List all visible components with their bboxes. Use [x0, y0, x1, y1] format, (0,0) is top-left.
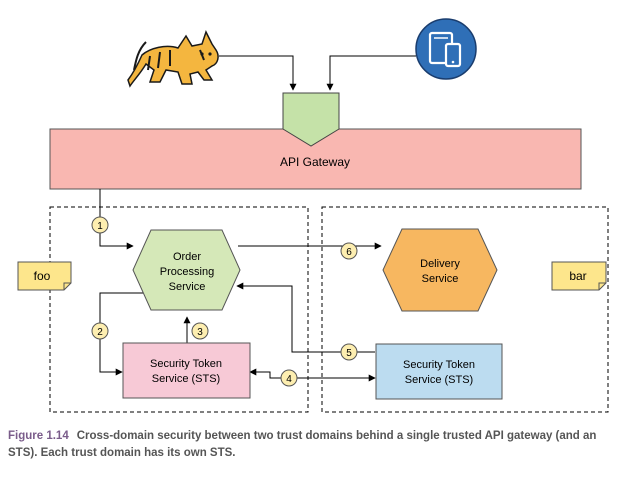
architecture-diagram: API Gateway foo bar Order Processing Ser… — [17, 18, 609, 413]
step-3-label: 3 — [197, 327, 203, 338]
step-4-label: 4 — [286, 374, 292, 385]
order-service-label-line2: Processing — [160, 266, 214, 278]
flow-5-arrow — [236, 282, 375, 353]
domain-bar-label: bar — [569, 269, 586, 283]
api-gateway-label: API Gateway — [280, 155, 350, 169]
step-marker-4: 4 — [280, 369, 298, 387]
sts-bar-label-line2: Service (STS) — [405, 374, 473, 386]
order-processing-service — [132, 229, 241, 311]
mobile-to-gateway-arrow — [326, 55, 416, 91]
sts-foo-label-line2: Service (STS) — [152, 373, 220, 385]
domain-note-foo: foo — [17, 261, 72, 291]
step-marker-3: 3 — [191, 322, 209, 340]
gateway-entry-point — [282, 92, 340, 147]
step-6-label: 6 — [346, 247, 352, 258]
delivery-service — [382, 228, 498, 312]
order-service-label-line3: Service — [169, 281, 206, 293]
delivery-service-label-line1: Delivery — [420, 258, 460, 270]
sts-bar — [375, 343, 503, 400]
step-marker-1: 1 — [91, 216, 109, 234]
step-marker-6: 6 — [340, 242, 358, 260]
sts-bar-label-line1: Security Token — [403, 359, 475, 371]
order-service-label-line1: Order — [173, 251, 201, 263]
sts-foo — [122, 342, 251, 399]
step-marker-5: 5 — [340, 343, 358, 361]
trust-domain-bar — [321, 206, 609, 413]
delivery-service-label-line2: Service — [422, 273, 459, 285]
mobile-devices-icon — [415, 18, 477, 80]
flow-1-arrow — [99, 189, 134, 250]
step-5-label: 5 — [346, 348, 352, 359]
step-1-label: 1 — [97, 221, 103, 232]
domain-note-bar: bar — [551, 261, 607, 291]
tomcat-to-gateway-arrow — [219, 55, 297, 91]
domain-foo-label: foo — [34, 269, 51, 283]
trust-domain-foo — [49, 206, 309, 413]
figure-caption-text: Cross-domain security between two trust … — [8, 430, 597, 459]
step-2-label: 2 — [97, 327, 103, 338]
flow-4-arrow — [249, 368, 376, 382]
sts-foo-label-line1: Security Token — [150, 358, 222, 370]
tomcat-icon — [127, 30, 219, 88]
step-marker-2: 2 — [91, 322, 109, 340]
figure-number: Figure 1.14 — [8, 430, 69, 442]
